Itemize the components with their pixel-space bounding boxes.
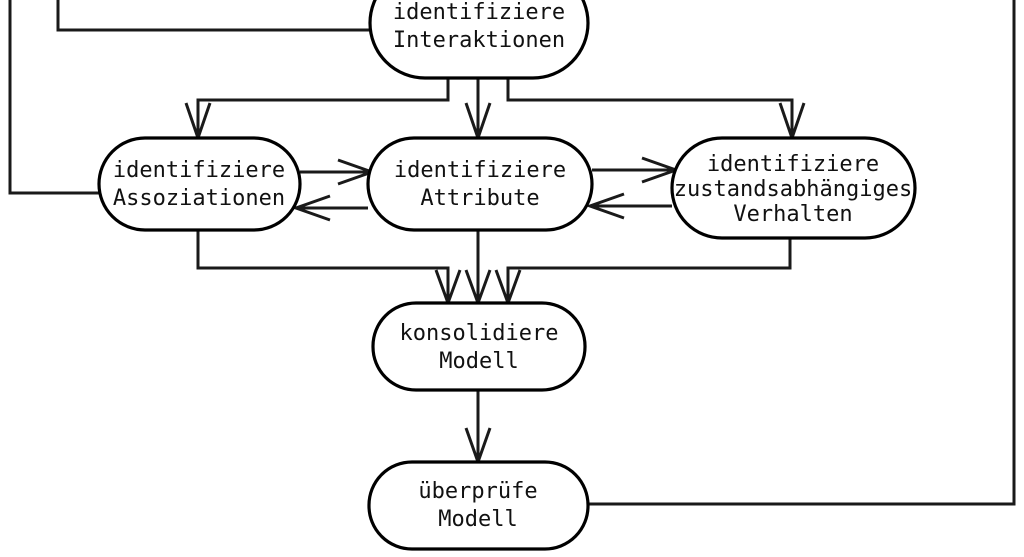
- node-shape: [368, 0, 590, 80]
- node-shape: [97, 136, 302, 232]
- edge-attribute-to-konsolidiere: [464, 230, 492, 308]
- arrowhead-icon: [585, 192, 625, 220]
- edge-verhalten-to-konsolidiere: [494, 238, 792, 308]
- edge-path: [506, 78, 794, 136]
- node-label-line1: identifiziere: [393, 0, 565, 25]
- edge-path: [196, 78, 450, 136]
- edge-layer: [8, 0, 1016, 506]
- node-shape: [366, 136, 594, 232]
- node-konsolidiere-modell[interactable]: konsolidiere Modell: [371, 301, 587, 392]
- node-label-line2: Attribute: [420, 186, 539, 211]
- edge-path: [8, 0, 99, 195]
- edge-assoziationen-feedback-left: [8, 0, 99, 195]
- arrowhead-icon: [291, 194, 331, 222]
- node-label-line1: konsolidiere: [400, 321, 559, 346]
- node-shape: [670, 136, 917, 240]
- node-layer: identifiziere Interaktionen identifizier…: [97, 0, 917, 551]
- edge-path: [196, 230, 450, 301]
- edge-verhalten-to-attribute: [585, 192, 672, 220]
- edge-interaktionen-to-assoziationen: [184, 78, 450, 143]
- node-identifiziere-attribute[interactable]: identifiziere Attribute: [366, 136, 594, 232]
- edge-path: [588, 0, 1016, 506]
- edge-path: [506, 238, 792, 301]
- edge-interaktionen-to-attribute: [464, 78, 492, 143]
- node-identifiziere-assoziationen[interactable]: identifiziere Assoziationen: [97, 136, 302, 232]
- node-shape: [371, 301, 587, 392]
- node-label-line2: Modell: [439, 349, 518, 374]
- edge-path: [56, 0, 370, 32]
- node-label-line3: Verhalten: [733, 202, 852, 227]
- node-label-line2: Interaktionen: [393, 28, 565, 53]
- node-label-line1: identifiziere: [113, 158, 285, 183]
- edge-ueberpruefe-feedback-right: [588, 0, 1016, 506]
- edge-interaktionen-feedback-left: [56, 0, 370, 32]
- node-shape: [367, 460, 590, 551]
- edge-assoziationen-to-attribute: [300, 158, 377, 186]
- node-label-line2: Modell: [438, 507, 517, 532]
- node-label-line1: identifiziere: [707, 152, 879, 177]
- edge-attribute-to-assoziationen: [291, 194, 368, 222]
- node-label-line1: identifiziere: [394, 158, 566, 183]
- edge-assoziationen-to-konsolidiere: [196, 230, 462, 308]
- node-label-line1: überprüfe: [418, 479, 537, 504]
- node-identifiziere-interaktionen[interactable]: identifiziere Interaktionen: [368, 0, 590, 80]
- edge-konsolidiere-to-ueberpruefe: [464, 390, 492, 467]
- node-ueberpruefe-modell[interactable]: überprüfe Modell: [367, 460, 590, 551]
- edge-interaktionen-to-verhalten: [506, 78, 806, 143]
- node-identifiziere-zustandsabhaengiges-verhalten[interactable]: identifiziere zustandsabhängiges Verhalt…: [670, 136, 917, 240]
- node-label-line2: Assoziationen: [113, 186, 285, 211]
- edge-attribute-to-verhalten: [592, 156, 681, 184]
- node-label-line2: zustandsabhängiges: [674, 177, 912, 202]
